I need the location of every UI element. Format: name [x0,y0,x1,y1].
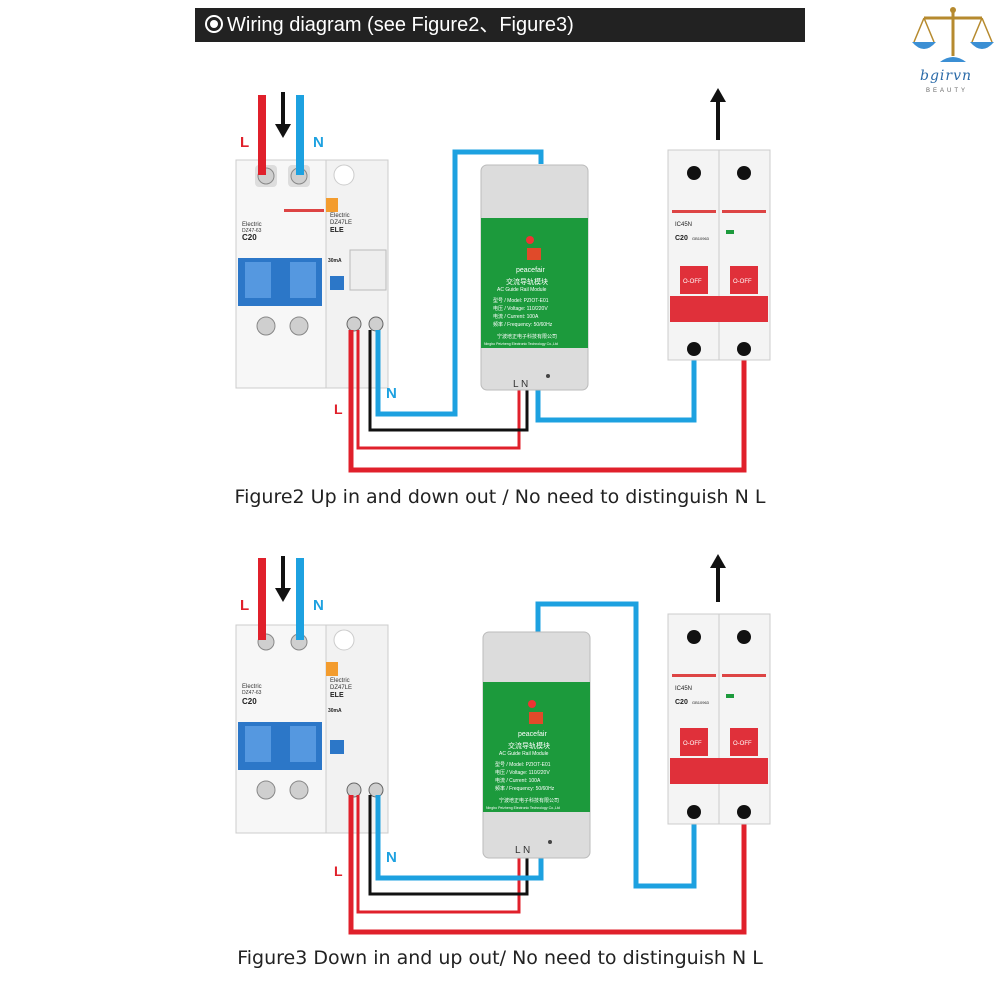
mcb2-model: IC45N [675,686,692,692]
module-brand: peacefair [516,267,545,274]
module2-maker-cn: 宁波培正电子科技有限公司 [499,797,559,804]
mcb-rating: C20 [675,235,688,242]
mcb2-off-1: O-OFF [683,741,702,747]
rcd-brand2: Electric [330,213,350,219]
fig3-label-l-low: L [334,863,343,879]
bullet-icon [205,15,223,33]
fig3-label-l-top: L [240,597,249,614]
fig3-label-n-low: N [386,849,397,866]
module-terminals: L N [513,379,528,390]
module-voltage: 电压 / Voltage: 110/220V [493,305,548,312]
figure2-caption: Figure2 Up in and down out / No need to … [234,486,766,508]
rcd2-model2: DZ47LE [330,685,352,691]
module2-model: 型号 / Model: PZIOT-E01 [495,761,551,768]
fig2-label-n-low: N [386,385,397,402]
mcb-off-1: O-OFF [683,279,702,285]
rcd-breaker-2: Electric DZ47-63 C20 Electric DZ47LE ELE… [235,624,389,834]
mcb2-off-2: O-OFF [733,741,752,747]
mcb-off-2: O-OFF [733,279,752,285]
rcd-type: ELE [330,227,344,234]
rcd2-type: ELE [330,692,344,699]
header-banner: Wiring diagram (see Figure2、Figure3) [195,8,805,42]
fig2-label-l-low: L [334,401,343,417]
logo-subtitle: BEAUTY [926,88,969,94]
mcb2-std: GB10963 [692,700,710,705]
mcb-breaker-2: IC45N C20 GB10963 O-OFF O-OFF [667,613,771,825]
mcb-breaker: IC45N C20 GB10963 O-OFF O-OFF [667,149,771,361]
figure3-diagram: Electric DZ47-63 C20 Electric DZ47LE ELE… [235,554,771,935]
module-maker-cn: 宁波培正电子科技有限公司 [497,333,557,340]
module-title-en: AC Guide Rail Module [497,287,547,293]
ac-guide-rail-module: peacefair 交流导轨模块 AC Guide Rail Module 型号… [480,164,589,391]
module2-current: 电流 / Current: 100A [495,777,541,784]
figure2-diagram: Electric DZ47-63 C20 Electric DZ47LE ELE… [235,88,771,473]
fig2-label-n-top: N [313,134,324,151]
module-current: 电流 / Current: 100A [493,313,539,320]
rcd-model: DZ47-63 [242,228,262,234]
module-frequency: 频率 / Frequency: 50/60Hz [493,321,553,328]
module2-title-cn: 交流导轨模块 [508,741,550,750]
ac-guide-rail-module-2: peacefair 交流导轨模块 AC Guide Rail Module 型号… [482,631,591,859]
rcd2-rating: C20 [242,697,257,706]
module2-voltage: 电压 / Voltage: 110/220V [495,769,550,776]
rcd-breaker: Electric DZ47-63 C20 Electric DZ47LE ELE… [235,159,389,389]
mcb-std: GB10963 [692,236,710,241]
rcd-brand: Electric [242,222,262,228]
rcd2-brand: Electric [242,684,262,690]
module-title-cn: 交流导轨模块 [506,277,548,286]
logo-brand: bgirvn [920,68,973,84]
mcb2-rating: C20 [675,699,688,706]
rcd-model2: DZ47LE [330,220,352,226]
module-maker-en: Ningbo Peizheng Electronic Technology Co… [484,342,558,346]
module2-brand: peacefair [518,731,547,738]
module-model: 型号 / Model: PZIOT-E01 [493,297,549,304]
scales-icon [912,7,994,62]
module2-maker-en: Ningbo Peizheng Electronic Technology Co… [486,806,560,810]
fig2-label-l-top: L [240,134,249,151]
header-title: Wiring diagram (see Figure2、Figure3) [227,14,574,36]
rcd2-ma: 30mA [328,708,342,714]
figure3-caption: Figure3 Down in and up out/ No need to d… [237,947,763,969]
brand-logo: bgirvn BEAUTY [910,4,996,96]
module2-terminals: L N [515,845,530,856]
fig3-label-n-top: N [313,597,324,614]
mcb-model: IC45N [675,222,692,228]
module2-frequency: 频率 / Frequency: 50/60Hz [495,785,555,792]
rcd2-model: DZ47-63 [242,690,262,696]
rcd-ma: 30mA [328,258,342,264]
module2-title-en: AC Guide Rail Module [499,751,549,757]
rcd2-brand2: Electric [330,678,350,684]
rcd-rating: C20 [242,233,257,242]
